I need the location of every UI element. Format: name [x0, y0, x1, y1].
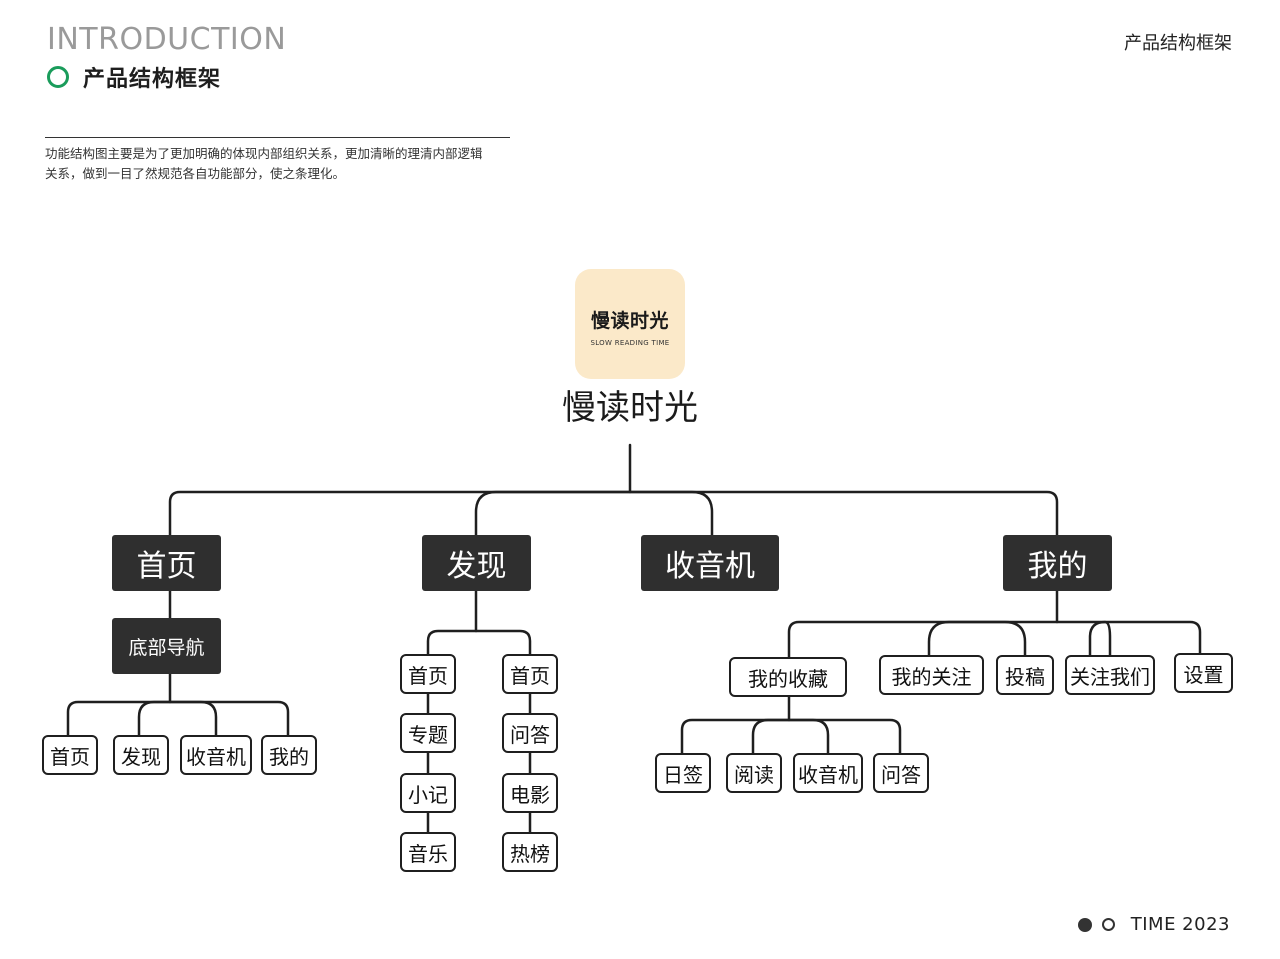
leaf-node: 阅读: [726, 753, 782, 793]
leaf-node: 收音机: [180, 735, 252, 775]
connector: [168, 490, 1059, 537]
divider: [45, 137, 510, 138]
ring-icon: [47, 66, 69, 88]
logo-text: 慢读时光: [590, 309, 669, 332]
root-node: 慢读时光: [562, 388, 698, 428]
connector: [66, 700, 290, 737]
leaf-node: 问答: [873, 753, 929, 793]
footer-text: TIME 2023: [1130, 914, 1230, 935]
leaf-node: 专题: [400, 713, 456, 753]
leaf-node: 发现: [113, 735, 169, 775]
connector: [751, 718, 830, 755]
leaf-node: 小记: [400, 773, 456, 813]
footer: TIME 2023: [1077, 914, 1230, 935]
leaf-node: 热榜: [502, 832, 558, 872]
node-my-collection: 我的收藏: [729, 657, 847, 697]
description: 功能结构图主要是为了更加明确的体现内部组织关系，更加清晰的理清内部逻辑 关系，做…: [45, 144, 525, 184]
leaf-node: 电影: [502, 773, 558, 813]
leaf-node: 我的: [261, 735, 317, 775]
node-discover: 发现: [422, 535, 531, 591]
section-heading: 产品结构框架: [47, 62, 221, 92]
leaf-node: 设置: [1174, 653, 1233, 693]
leaf-node: 首页: [42, 735, 98, 775]
connector: [1088, 620, 1112, 657]
leaf-node: 日签: [655, 753, 711, 793]
leaf-node: 音乐: [400, 832, 456, 872]
connector: [137, 700, 218, 737]
top-right-label: 产品结构框架: [1124, 33, 1232, 54]
leaf-node: 投稿: [996, 655, 1054, 695]
description-line: 功能结构图主要是为了更加明确的体现内部组织关系，更加清晰的理清内部逻辑: [45, 146, 483, 161]
leaf-node: 问答: [502, 713, 558, 753]
connector: [474, 490, 714, 537]
app-logo: 慢读时光 SLOW READING TIME: [575, 269, 685, 379]
leaf-node: 首页: [502, 654, 558, 694]
connector: [787, 620, 1202, 659]
node-mine: 我的: [1003, 535, 1112, 591]
logo-subtext: SLOW READING TIME: [590, 338, 670, 347]
description-line: 关系，做到一目了然规范各自功能部分，使之条理化。: [45, 166, 346, 181]
node-home: 首页: [112, 535, 221, 591]
intro-title: INTRODUCTION: [47, 22, 287, 57]
node-radio: 收音机: [641, 535, 779, 591]
leaf-node: 我的关注: [879, 655, 984, 695]
node-bottom-nav: 底部导航: [112, 618, 221, 674]
ring-dot-icon: [1101, 918, 1115, 931]
connector: [426, 629, 532, 656]
connector: [927, 620, 1027, 657]
leaf-node: 首页: [400, 654, 456, 694]
leaf-node: 关注我们: [1065, 655, 1155, 695]
filled-dot-icon: [1077, 917, 1092, 932]
section-title: 产品结构框架: [83, 67, 222, 92]
leaf-node: 收音机: [793, 753, 863, 793]
connector: [680, 718, 902, 755]
